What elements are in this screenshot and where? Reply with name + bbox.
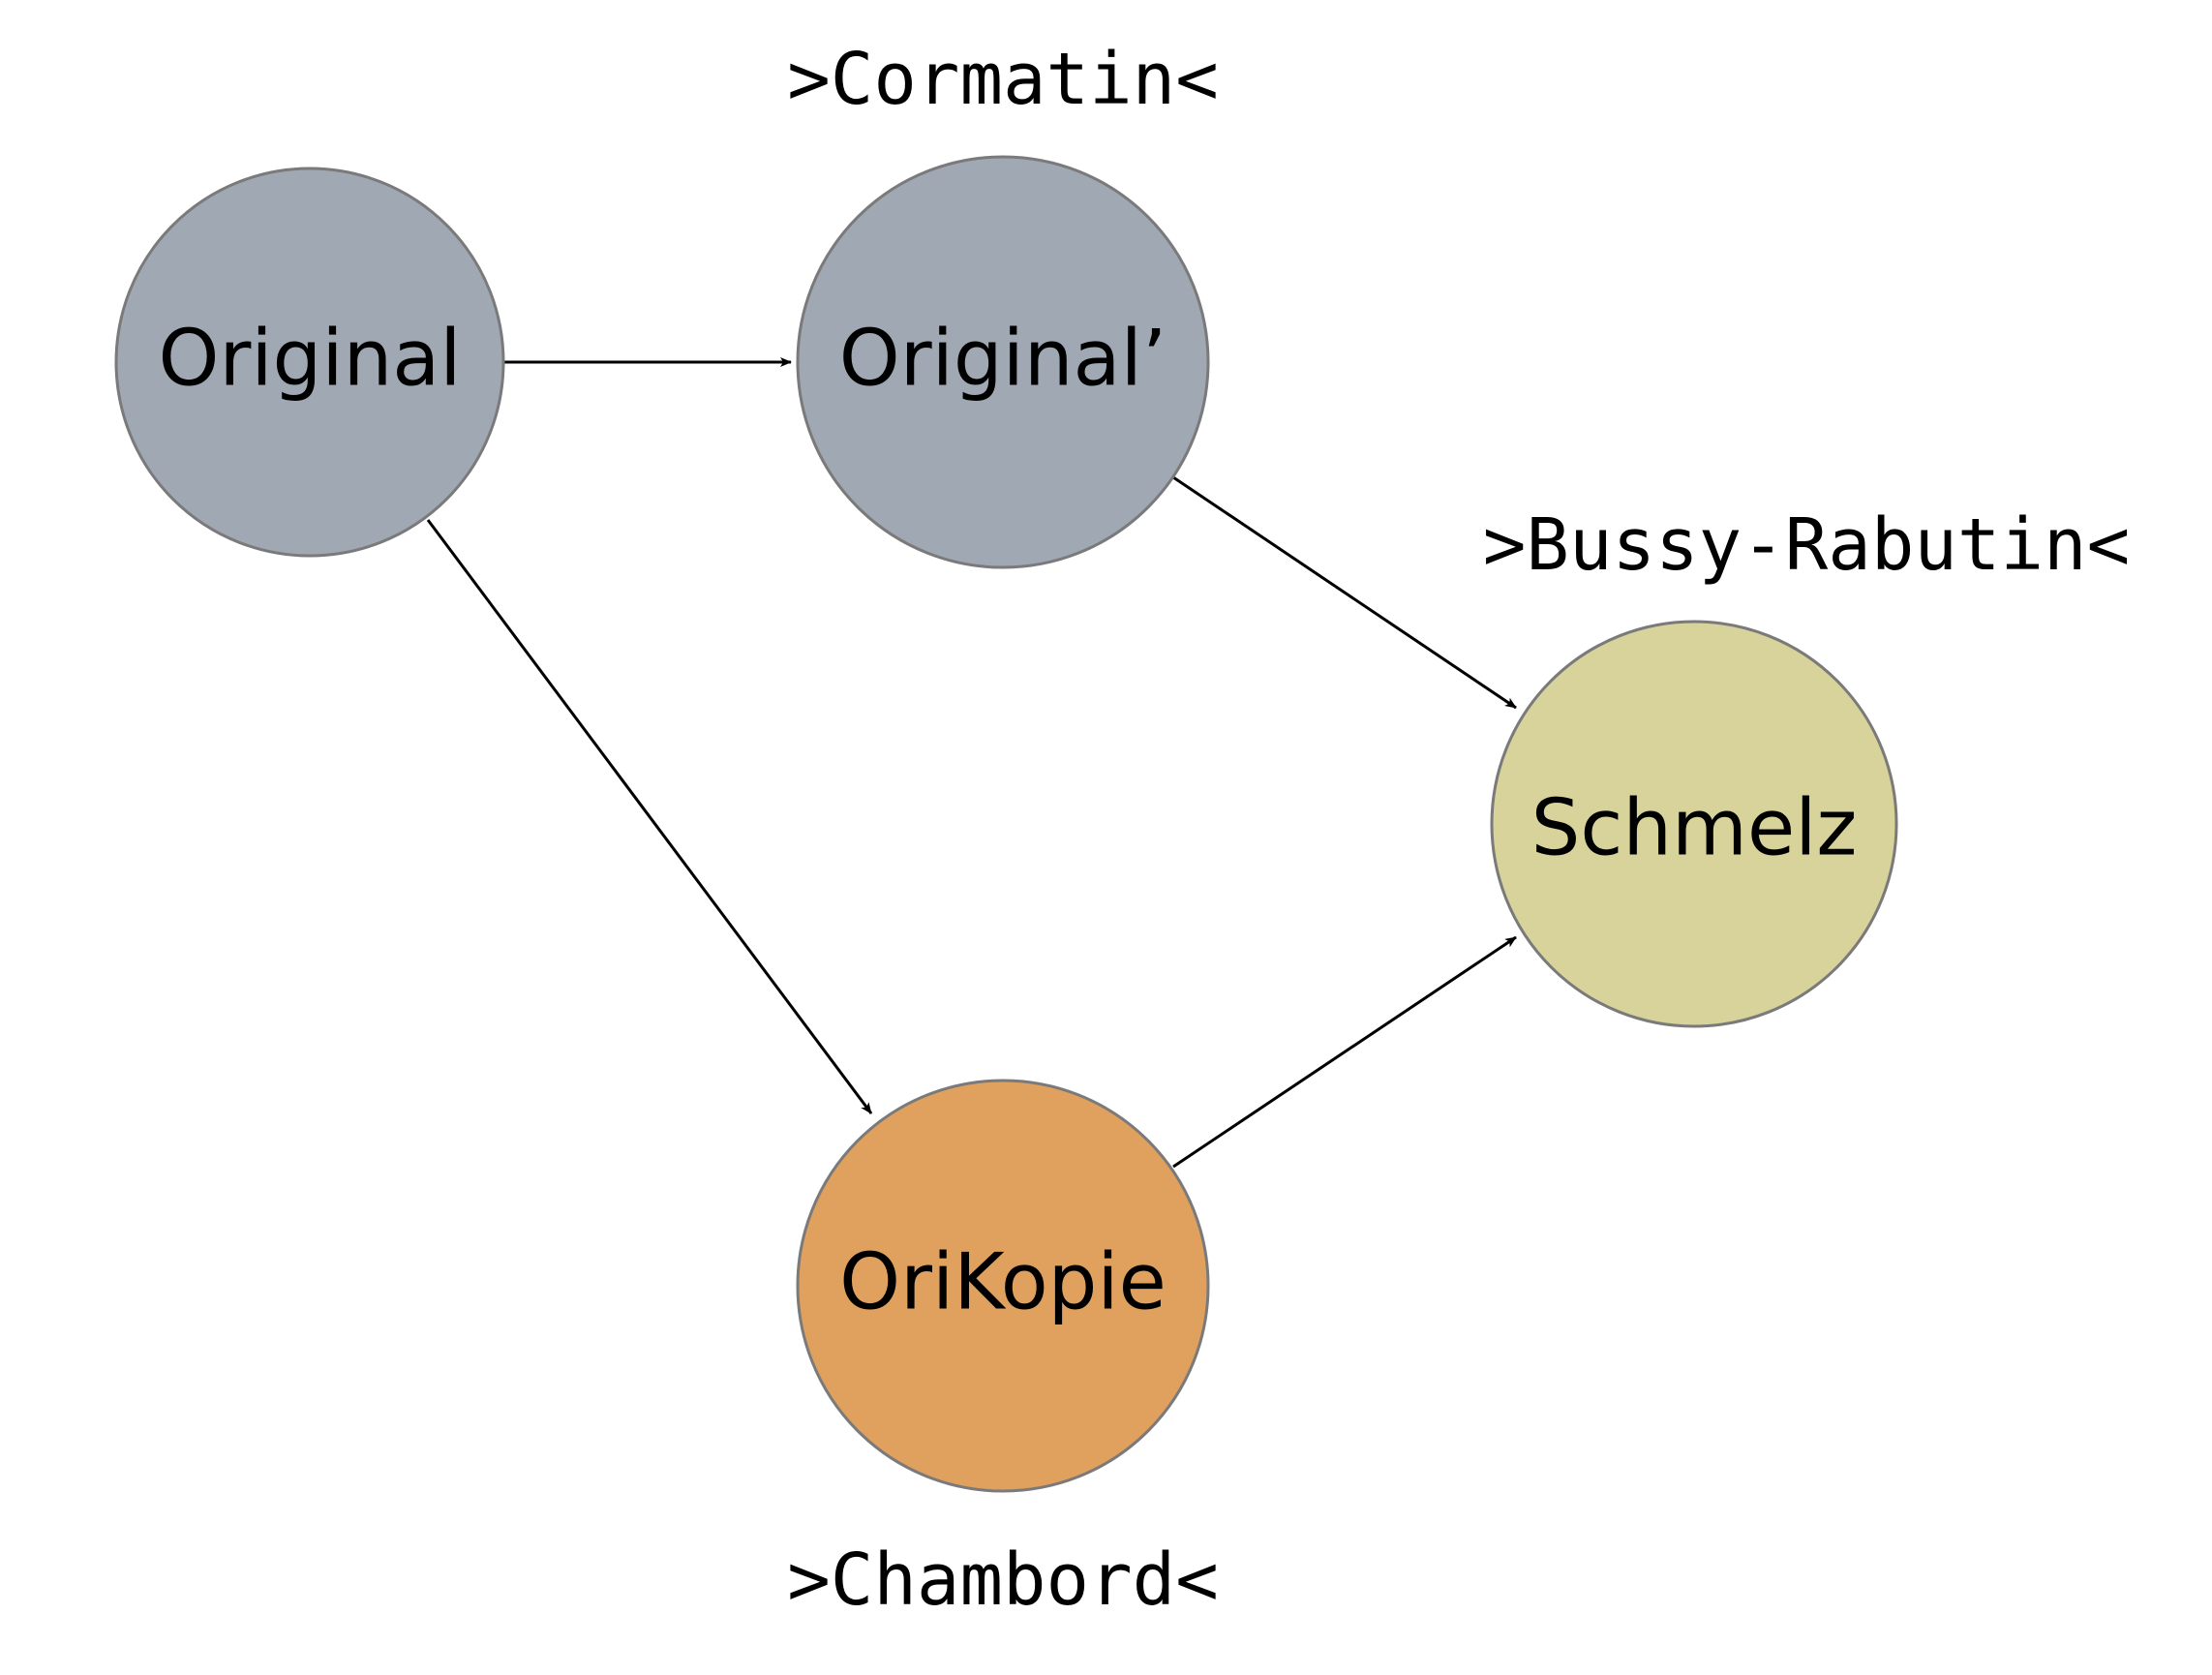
edge-original-to-orikopie xyxy=(426,519,873,1114)
node-orikopie-label: OriKopie xyxy=(839,1237,1167,1327)
node-original-prime-circle xyxy=(796,155,1210,569)
node-original-prime: Original’ xyxy=(796,155,1210,569)
node-original-circle xyxy=(114,167,505,558)
node-orikopie-circle xyxy=(796,1079,1210,1493)
node-schmelz-label: Schmelz xyxy=(1531,783,1858,873)
node-schmelz-circle xyxy=(1490,620,1898,1028)
edge-orikopie-to-schmelz xyxy=(1172,935,1517,1169)
caption-bussy-rabutin: >Bussy-Rabutin< xyxy=(1483,503,2130,587)
caption-chambord: >Chambord< xyxy=(787,1538,1219,1622)
node-original-prime-label: Original’ xyxy=(839,314,1167,404)
node-schmelz: Schmelz xyxy=(1490,620,1898,1028)
node-original: Original xyxy=(114,167,505,558)
node-orikopie: OriKopie xyxy=(796,1079,1210,1493)
node-original-label: Original xyxy=(158,314,461,404)
edge-original-prime-to-schmelz xyxy=(1172,475,1517,710)
caption-cormatin: >Cormatin< xyxy=(787,38,1219,121)
